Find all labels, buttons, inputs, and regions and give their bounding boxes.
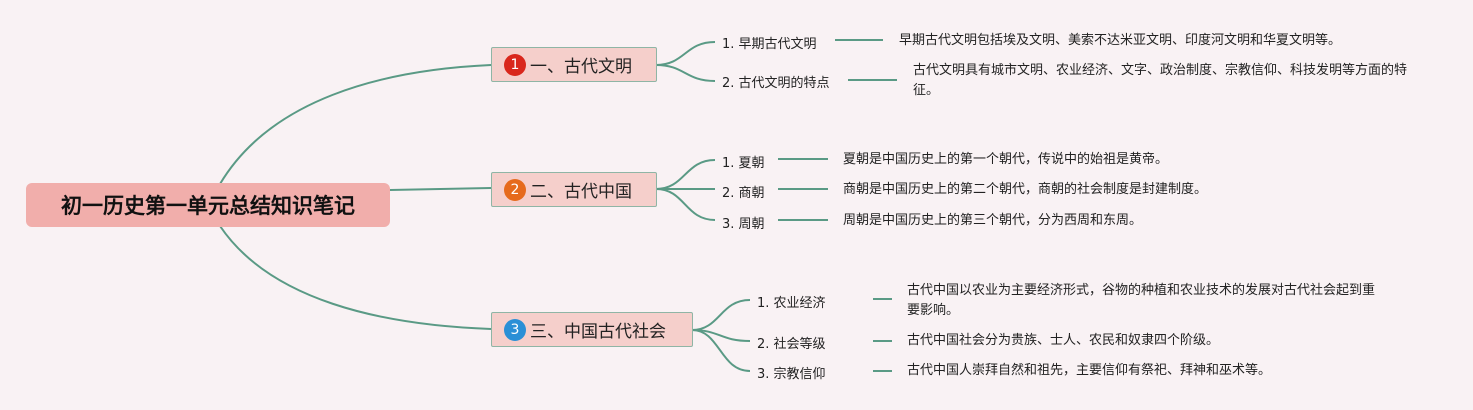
number-badge-icon: 3: [504, 318, 526, 341]
number-badge-icon: 1: [504, 53, 526, 76]
subtopic-label[interactable]: 2. 社会等级: [757, 337, 826, 352]
root-title: 初一历史第一单元总结知识笔记: [61, 194, 355, 218]
branch-ancient-civilization[interactable]: 1 一、古代文明: [491, 47, 657, 82]
subtopic-description[interactable]: 古代文明具有城市文明、农业经济、文字、政治制度、宗教信仰、科技发明等方面的特征。: [913, 63, 1408, 98]
subtopic-label[interactable]: 2. 商朝: [722, 186, 765, 201]
subtopic-description[interactable]: 早期古代文明包括埃及文明、美索不达米亚文明、印度河文明和华夏文明等。: [899, 33, 1342, 48]
branch-title: 二、古代中国: [530, 182, 632, 202]
subtopic-description[interactable]: 商朝是中国历史上的第二个朝代，商朝的社会制度是封建制度。: [843, 182, 1208, 197]
branch-ancient-chinese-society[interactable]: 3 三、中国古代社会: [491, 312, 693, 347]
subtopic-description[interactable]: 古代中国以农业为主要经济形式，谷物的种植和农业技术的发展对古代社会起到重要影响。: [907, 283, 1376, 318]
branch-title: 三、中国古代社会: [530, 322, 666, 342]
root-topic[interactable]: 初一历史第一单元总结知识笔记: [26, 183, 390, 227]
subtopic-description[interactable]: 周朝是中国历史上的第三个朝代，分为西周和东周。: [843, 213, 1143, 228]
branch-ancient-china[interactable]: 2 二、古代中国: [491, 172, 657, 207]
subtopic-label[interactable]: 1. 早期古代文明: [722, 37, 817, 52]
subtopic-label[interactable]: 3. 周朝: [722, 217, 765, 232]
subtopic-description[interactable]: 古代中国社会分为贵族、士人、农民和奴隶四个阶级。: [907, 333, 1220, 348]
subtopic-description[interactable]: 夏朝是中国历史上的第一个朝代，传说中的始祖是黄帝。: [843, 152, 1169, 167]
subtopic-label[interactable]: 3. 宗教信仰: [757, 367, 826, 382]
branch-title: 一、古代文明: [530, 57, 632, 77]
subtopic-label[interactable]: 2. 古代文明的特点: [722, 76, 830, 91]
subtopic-description[interactable]: 古代中国人崇拜自然和祖先，主要信仰有祭祀、拜神和巫术等。: [907, 363, 1272, 378]
subtopic-label[interactable]: 1. 夏朝: [722, 156, 765, 171]
number-badge-icon: 2: [504, 178, 526, 201]
subtopic-label[interactable]: 1. 农业经济: [757, 296, 826, 311]
